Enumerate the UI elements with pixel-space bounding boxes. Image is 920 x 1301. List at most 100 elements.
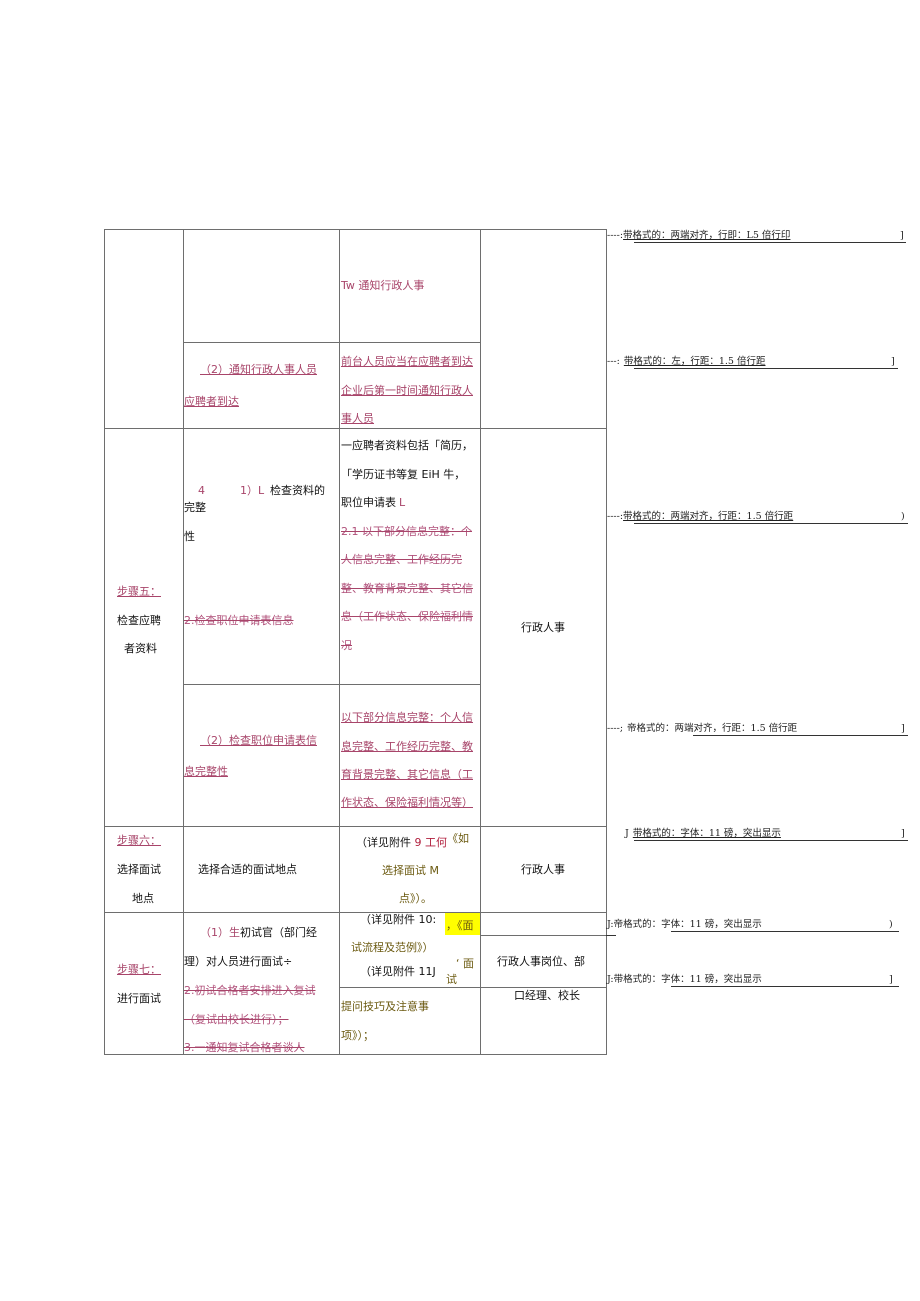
step5-sub2-desc: 育背景完整、其它信息（工 xyxy=(341,768,473,781)
step7-owner: 行政人事岗位、部 xyxy=(497,955,585,968)
step6-desc-ref: 点》）。 xyxy=(399,892,432,905)
step5-sub1-prefix: 4 xyxy=(198,484,205,497)
note-text: 带格式的：两端对齐，行即：L5 倍行印 xyxy=(623,230,791,241)
table-border xyxy=(104,1054,607,1055)
step6-name: 选择面试 xyxy=(117,863,161,876)
table-border xyxy=(104,428,607,429)
note-prefix: ---: xyxy=(607,356,620,367)
note-connector xyxy=(606,935,616,936)
step6-desc-ref: 《如 xyxy=(447,832,469,845)
revision-note[interactable]: ----:带格式的：两端对齐，行距：1.5 倍行距 xyxy=(607,511,793,523)
step6-owner: 行政人事 xyxy=(521,863,565,876)
step7-desc: 试 xyxy=(446,973,457,986)
step5-label: 步骤五： xyxy=(117,585,161,598)
table-border xyxy=(606,229,607,1055)
note-underline xyxy=(634,523,908,524)
notify-hr-description: 前台人员应当在应聘者到达 xyxy=(341,355,473,368)
notify-hr-subitem-title: 应聘者到达 xyxy=(184,395,239,408)
note-prefix: ----; xyxy=(607,723,624,734)
note-end: ] xyxy=(889,974,893,985)
step7-desc: 项》）； xyxy=(341,1029,374,1042)
step7-action: 理）对人员进行面试÷ xyxy=(184,955,293,968)
note-underline xyxy=(634,242,906,243)
revision-note[interactable]: ---:带格式的：左，行距：1.5 倍行距 xyxy=(607,356,765,368)
note-text: 带格式的：两端对齐，行距：1.5 倍行距 xyxy=(623,511,794,522)
step7-action-deleted: 2.初试合格者安排进入复试 xyxy=(184,984,316,997)
step7-desc-highlight-text: ，《面 xyxy=(446,919,474,932)
table-border xyxy=(183,342,481,343)
step5-sub1-title: 性 xyxy=(184,530,195,543)
step6-desc: （详见附件 9 工何 xyxy=(356,836,447,850)
note-prefix: J xyxy=(625,828,629,839)
step5-sub1-deleted: 2.检查职位申请表信息 xyxy=(184,614,294,627)
step6-action: 选择合适的面试地点 xyxy=(198,863,297,876)
step6-label: 步骤六： xyxy=(117,834,161,847)
step7-desc-highlight xyxy=(445,913,480,935)
note-end: ] xyxy=(891,356,895,367)
note-end: ] xyxy=(900,230,904,241)
step7-label: 步骤七： xyxy=(117,963,161,976)
step5-sub1-desc-mark: L xyxy=(399,496,406,509)
notify-hr-description: 企业后第一时间通知行政人 xyxy=(341,384,473,397)
notify-hr-subitem-title: （2）通知行政人事人员 xyxy=(200,363,317,376)
note-underline xyxy=(671,931,899,932)
note-underline xyxy=(693,735,908,736)
step5-sub2-desc: 息完整、工作经历完整、教 xyxy=(341,740,473,753)
step7-action-text: 初试官（部门经 xyxy=(240,926,317,939)
table-border xyxy=(104,229,105,1055)
step7-action: （1）生初试官（部门经 xyxy=(200,926,317,940)
step7-action-num: （1） xyxy=(200,926,229,939)
notify-hr-description: 事人员 xyxy=(341,412,374,425)
table-border xyxy=(339,229,340,1055)
step5-sub1-desc-deleted: 整、教育背景完整、其它信 xyxy=(341,582,473,595)
note-prefix: J: xyxy=(607,919,614,930)
step7-action-deleted: （复试由校长进行）； xyxy=(184,1013,289,1026)
note-text: 帝格式的：字体：11 磅，突出显示 xyxy=(613,919,762,930)
revision-note[interactable]: ----:带格式的：两端对齐，行即：L5 倍行印 xyxy=(607,230,790,242)
note-prefix: ----: xyxy=(607,230,624,241)
note-end: ) xyxy=(901,511,905,522)
note-text: 帝格式的：两端对齐，行距：1.5 倍行距 xyxy=(627,723,798,734)
step7-desc: ‘ 面 xyxy=(456,957,474,970)
step5-sub1-title: 检查资料的 xyxy=(270,484,325,497)
note-end: ) xyxy=(889,919,893,930)
step6-desc-num: 9 xyxy=(414,836,422,849)
notify-hr-text: Tw 通知行政人事 xyxy=(341,279,425,292)
revision-note[interactable]: J:带格式的：字体：11 磅，突出显示 xyxy=(607,974,762,986)
table-border xyxy=(104,826,607,827)
step5-sub1-number: 1）L xyxy=(240,484,265,497)
step5-sub1-desc-deleted: 人信息完整、工作经历完 xyxy=(341,553,462,566)
step6-name: 地点 xyxy=(132,892,154,905)
step6-desc-mark: 工何 xyxy=(425,836,447,849)
step6-desc-ref: 选择面试 M xyxy=(382,864,439,877)
note-end: ] xyxy=(901,828,905,839)
table-border xyxy=(339,987,607,988)
table-border xyxy=(183,684,481,685)
note-prefix: ----: xyxy=(607,511,624,522)
table-border xyxy=(104,229,607,230)
step7-action-deleted: 3.一通知复试合格者谈人 xyxy=(184,1041,305,1054)
table-border xyxy=(480,229,481,1055)
step6-desc-text: （详见附件 xyxy=(356,836,411,849)
note-underline xyxy=(634,840,908,841)
step5-sub1-title: 完整 xyxy=(184,501,206,514)
table-border xyxy=(104,912,607,913)
step5-name: 检查应聘 xyxy=(117,614,161,627)
note-text: 带格式的：字体：11 磅，突出显示 xyxy=(613,974,762,985)
step5-sub2-title: 息完整性 xyxy=(184,765,228,778)
step5-sub1-desc-text: 职位申请表 xyxy=(341,496,396,509)
step7-desc: （详见附件 11J xyxy=(360,965,436,978)
table-border xyxy=(480,935,607,936)
step5-name: 者资料 xyxy=(124,642,157,655)
revision-note[interactable]: J:帝格式的：字体：11 磅，突出显示 xyxy=(607,919,762,931)
step7-desc: 提问技巧及注意事 xyxy=(341,1000,429,1013)
step7-owner: 口经理、校长 xyxy=(514,989,580,1002)
note-end: ] xyxy=(901,723,905,734)
note-underline xyxy=(634,368,898,369)
revision-note[interactable]: ----;帝格式的：两端对齐，行距：1.5 倍行距 xyxy=(607,723,797,735)
step7-action-mark: 生 xyxy=(229,926,240,939)
step5-owner: 行政人事 xyxy=(521,621,565,634)
step5-sub2-desc: 以下部分信息完整：个人信 xyxy=(341,711,473,724)
